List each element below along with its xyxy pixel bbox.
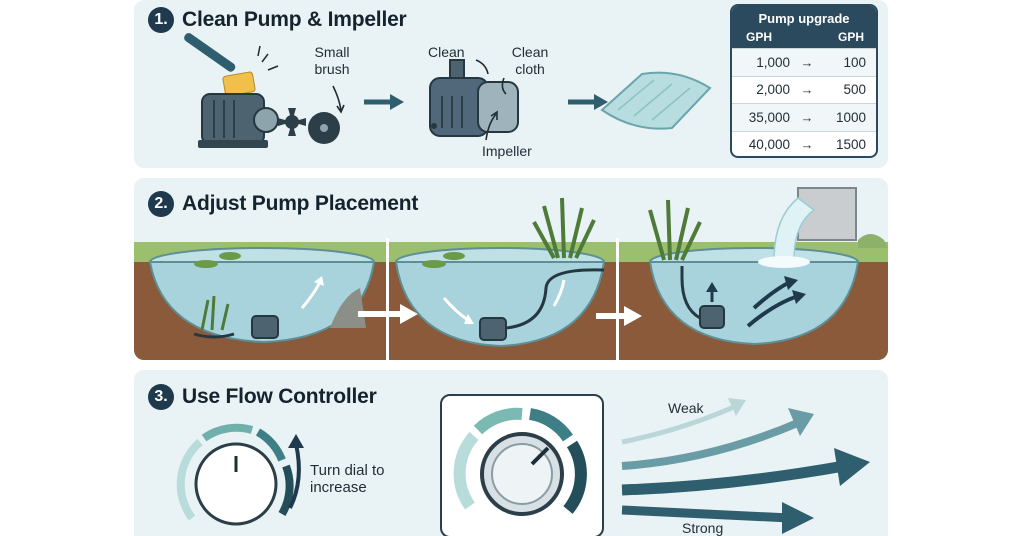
- small-brush-pointer: [332, 85, 345, 114]
- pump-icon: [198, 93, 279, 148]
- controller-dial-icon[interactable]: [453, 406, 587, 530]
- cell-from: 35,000: [748, 109, 790, 125]
- pond-with-waterfall: [648, 187, 888, 346]
- step-pump-placement-panel: 2. Adjust Pump Placement: [134, 178, 888, 360]
- step-1-header: 1. Clean Pump & Impeller: [148, 7, 407, 33]
- cell-from: 40,000: [748, 137, 790, 153]
- arrow-icon: →: [800, 54, 814, 70]
- step-2-title: Adjust Pump Placement: [182, 192, 419, 215]
- step-2-number: 2.: [148, 191, 174, 217]
- flow-arrow-icon: [621, 448, 870, 496]
- step-3-title: Use Flow Controller: [182, 385, 377, 408]
- table-title: Pump upgrade: [758, 11, 850, 26]
- cell-to: 1000: [835, 109, 866, 125]
- pump-icon: [251, 315, 279, 339]
- pump-icon: [479, 317, 507, 341]
- arrow-icon: →: [800, 137, 814, 153]
- table-row: 2,000 → 500: [732, 75, 876, 104]
- step-3-header: 3. Use Flow Controller: [148, 384, 377, 410]
- strong-label: Strong: [682, 520, 724, 536]
- step-3-number: 3.: [148, 384, 174, 410]
- column-gph-from: GPH: [746, 30, 773, 44]
- brush-icon: [184, 33, 279, 97]
- flow-arrow-icon: [621, 502, 814, 534]
- flow-arrows-illustration: [621, 398, 870, 534]
- arrow-right-icon: [364, 94, 404, 110]
- step-flow-controller-panel: 3. Use Flow Controller Turn dial to incr…: [134, 370, 888, 536]
- arrow-icon: →: [800, 82, 814, 98]
- cell-to: 500: [843, 82, 866, 98]
- arrow-right-icon: [568, 94, 608, 110]
- flow-arrow-icon: [621, 398, 746, 445]
- cell-from: 2,000: [756, 82, 790, 98]
- pump-with-brush-illustration: [184, 33, 340, 148]
- cell-to: 1500: [835, 137, 866, 153]
- label-pointers: [475, 59, 507, 141]
- column-gph-to: GPH: [837, 30, 864, 44]
- pump-icon: [699, 305, 725, 329]
- turn-dial-label: Turn dial to increase: [310, 462, 385, 496]
- step-1-title: Clean Pump & Impeller: [182, 8, 407, 31]
- cell-from: 1,000: [756, 54, 790, 70]
- table-row: 1,000 → 100: [732, 48, 876, 76]
- table-row: 40,000 → 1500: [732, 130, 876, 157]
- arrow-icon: →: [800, 109, 814, 125]
- table-row: 35,000 → 1000: [732, 103, 876, 131]
- step-1-number: 1.: [148, 7, 174, 33]
- cloth-icon: [600, 71, 712, 130]
- weak-label: Weak: [668, 400, 704, 416]
- pond-shallow: [148, 247, 376, 344]
- pond-scenes-illustration: [134, 187, 888, 360]
- cell-to: 100: [843, 54, 866, 70]
- clean-pump-illustration: [429, 59, 519, 137]
- rotate-arrow-icon: [288, 434, 304, 509]
- impeller-label: Impeller: [482, 143, 532, 159]
- table-header: Pump upgrade GPH GPH: [732, 6, 876, 48]
- pond-mid-depth: [394, 197, 606, 348]
- clean-label: Clean: [428, 44, 465, 60]
- pump-upgrade-table: Pump upgrade GPH GPH 1,000 → 100 2,000 → 500…: [730, 4, 878, 158]
- step-2-header: 2. Adjust Pump Placement: [148, 191, 418, 217]
- flow-arrow-icon: [621, 408, 814, 470]
- table-body: 1,000→100 2,000→500 35,000→1000 40,000→1…: [732, 48, 876, 157]
- dial-icon[interactable]: [176, 422, 298, 536]
- step-clean-pump-panel: 1. Clean Pump & Impeller Small brush: [134, 0, 888, 168]
- small-brush-label: Small brush: [314, 44, 350, 77]
- clean-cloth-label: Clean cloth: [511, 44, 549, 77]
- flow-controller-card: [440, 394, 604, 536]
- impeller-icon: [278, 108, 340, 144]
